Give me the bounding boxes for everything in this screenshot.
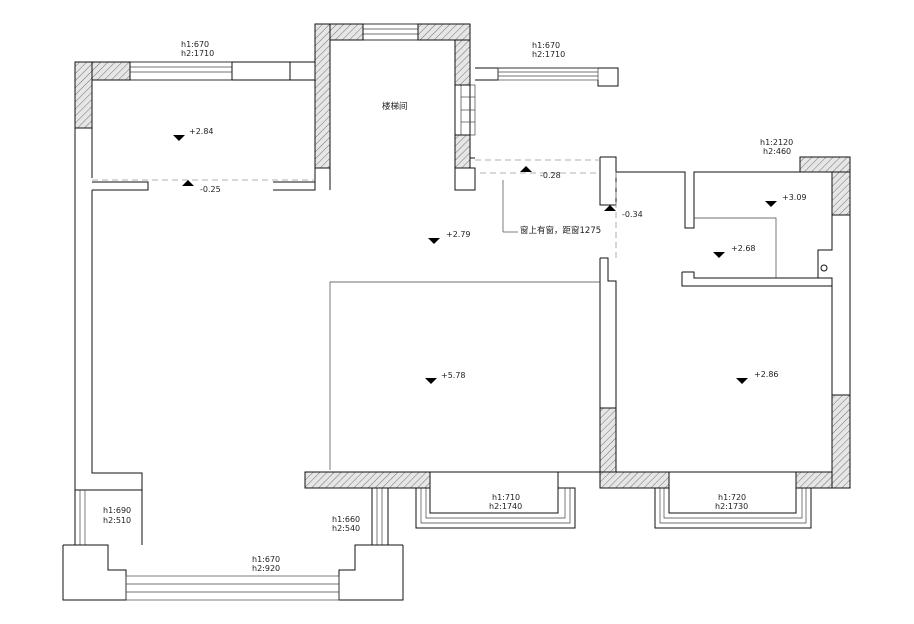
level-marker: -0.25: [182, 180, 221, 194]
level-marker: +2.79: [428, 230, 471, 244]
window-bay-middle-h2: h2:1740: [489, 502, 522, 511]
level-value: -0.25: [200, 185, 221, 194]
window-bay-right-h1: h1:720: [718, 493, 746, 502]
window-bay-right-h2: h2:1730: [715, 502, 748, 511]
level-marker: +2.86: [736, 370, 779, 384]
window-top-left-h1: h1:670: [181, 40, 209, 49]
window-left-side-h2: h2:510: [103, 516, 131, 525]
level-marker-icon: [428, 238, 440, 244]
window-bottom-inner-h1: h1:660: [332, 515, 360, 524]
window-bottom-center-h1: h1:670: [252, 555, 280, 564]
window-bay-middle-h1: h1:710: [492, 493, 520, 502]
window-top-right-h1: h1:670: [532, 41, 560, 50]
level-marker-icon: [425, 378, 437, 384]
stairwell-label: 楼梯间: [382, 101, 408, 112]
level-value: +2.68: [731, 244, 756, 253]
level-marker: +2.68: [713, 244, 756, 258]
level-marker: +2.84: [173, 127, 214, 141]
level-value: +2.79: [446, 230, 471, 239]
level-value: -0.28: [540, 171, 561, 180]
level-value: +2.86: [754, 370, 779, 379]
level-marker: +5.78: [425, 371, 466, 384]
window-bottom-center-h2: h2:920: [252, 564, 280, 573]
level-value: +2.84: [189, 127, 214, 136]
window-left-side-h1: h1:690: [103, 506, 131, 515]
level-marker-icon: [604, 205, 616, 211]
level-markers: +2.84 -0.25 -0.28 -0.34 +2.79 +3.09 +2.6…: [173, 127, 807, 384]
window-right-upper-h2: h2:460: [763, 147, 791, 156]
room-labels: 楼梯间 窗上有窗，距窗1275: [382, 101, 601, 236]
level-marker-icon: [713, 252, 725, 258]
walls: [62, 23, 851, 601]
window-top-left-h2: h2:1710: [181, 49, 214, 58]
level-value: -0.34: [622, 210, 643, 219]
level-value: +3.09: [782, 193, 807, 202]
level-marker-icon: [182, 180, 194, 186]
level-marker-icon: [736, 378, 748, 384]
window-top-right-h2: h2:1710: [532, 50, 565, 59]
level-marker-icon: [765, 201, 777, 207]
hatched-walls: [74, 23, 851, 489]
window-right-upper-h1: h1:2120: [760, 138, 793, 147]
level-marker: -0.28: [520, 166, 561, 180]
level-marker-icon: [173, 135, 185, 141]
level-marker-icon: [520, 166, 532, 172]
window-labels: h1:670 h2:1710 h1:670 h2:1710 h1:2120 h2…: [103, 40, 793, 573]
window-bottom-inner-h2: h2:540: [332, 524, 360, 533]
window-note: 窗上有窗，距窗1275: [520, 225, 601, 236]
level-marker: -0.34: [604, 205, 643, 219]
level-marker: +3.09: [765, 193, 807, 207]
level-value: +5.78: [441, 371, 466, 380]
